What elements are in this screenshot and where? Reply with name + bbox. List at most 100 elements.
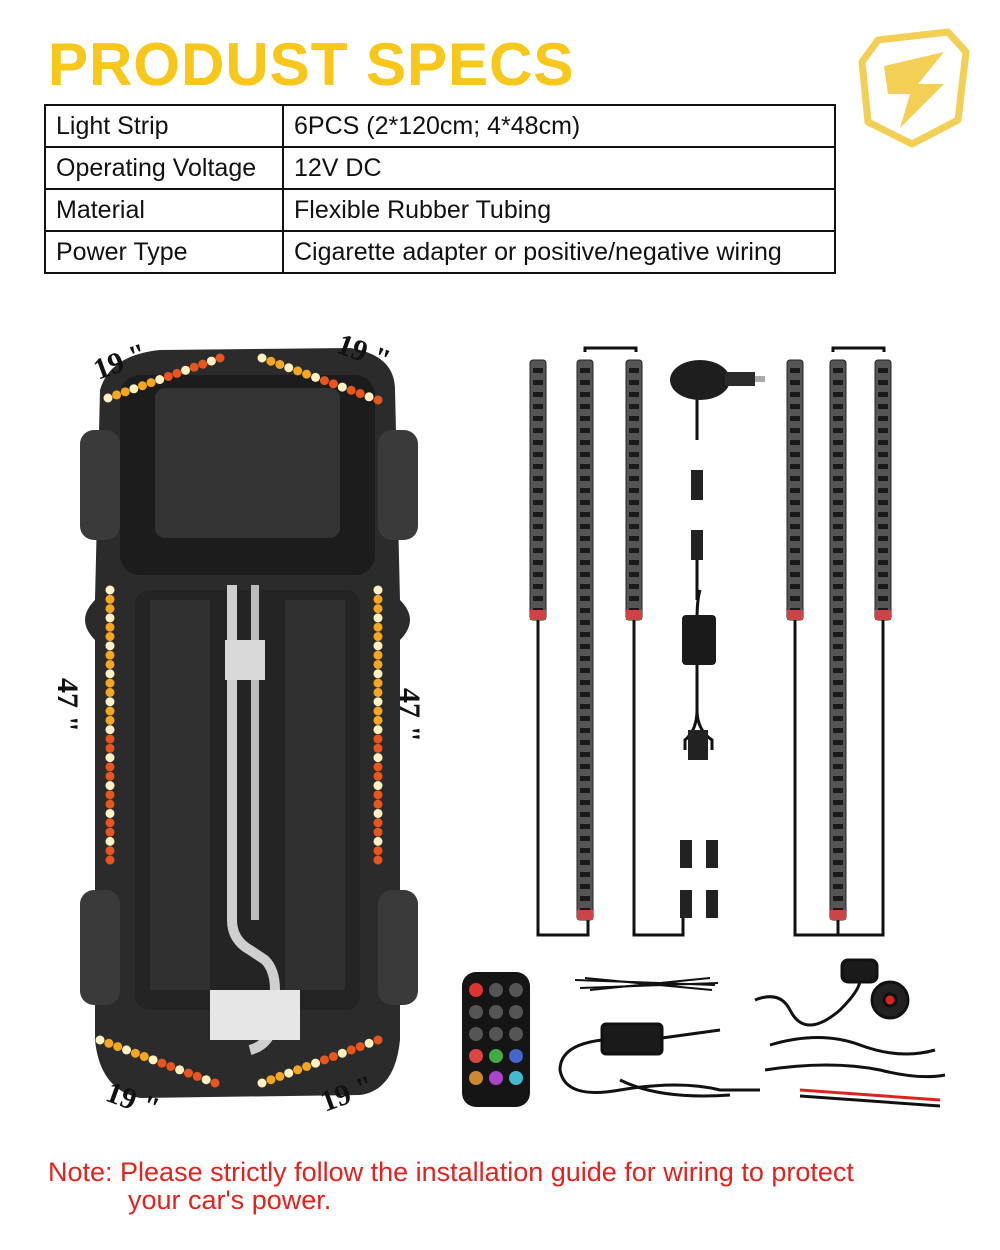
brand-logo-icon	[858, 28, 970, 148]
led-dot	[198, 359, 208, 369]
led-dot	[373, 743, 383, 753]
led-dot	[373, 594, 383, 604]
spec-label: Operating Voltage	[44, 146, 284, 190]
led-dot	[192, 1071, 202, 1081]
spec-table: Light Strip 6PCS (2*120cm; 4*48cm) Opera…	[44, 104, 836, 274]
led-dot	[105, 613, 115, 623]
led-dot	[105, 771, 115, 781]
led-dot	[166, 1061, 176, 1071]
led-dot	[105, 734, 115, 744]
led-dot	[105, 790, 115, 800]
led-dot	[373, 799, 383, 809]
led-dot	[103, 393, 113, 403]
led-dot	[355, 389, 365, 399]
led-dot	[373, 753, 383, 763]
led-dot	[328, 1052, 338, 1062]
power-switch-icon	[754, 958, 910, 1027]
led-dot	[172, 368, 182, 378]
light-strip	[829, 359, 847, 921]
led-dot	[105, 594, 115, 604]
remote-button	[509, 1049, 523, 1063]
led-dot	[311, 1058, 321, 1068]
led-dot	[319, 376, 329, 386]
led-dot	[105, 641, 115, 651]
led-dot	[113, 1042, 123, 1052]
remote-button	[469, 1071, 483, 1085]
led-dot	[95, 1035, 105, 1045]
led-dot	[104, 1038, 114, 1048]
dimension-side-left: 47 "	[51, 678, 84, 732]
dimension-side-right: 47 "	[393, 688, 426, 742]
spec-label: Power Type	[44, 230, 284, 274]
led-dot	[373, 632, 383, 642]
led-dot	[373, 827, 383, 837]
led-dot	[346, 385, 356, 395]
led-dot	[201, 1075, 211, 1085]
control-box-icon	[680, 615, 718, 918]
spec-label: Material	[44, 188, 284, 232]
led-dot	[346, 1045, 356, 1055]
led-dot	[373, 846, 383, 856]
led-dot	[373, 706, 383, 716]
led-dot	[105, 827, 115, 837]
led-dot	[364, 1038, 374, 1048]
note-line-2: your car's power.	[128, 1185, 332, 1215]
led-dot	[181, 365, 191, 375]
led-dot	[175, 1065, 185, 1075]
led-dot	[302, 369, 312, 379]
led-dot	[105, 706, 115, 716]
remote-button	[509, 1027, 523, 1041]
light-strip	[874, 359, 892, 621]
led-dot	[105, 855, 115, 865]
led-dot	[137, 381, 147, 391]
spec-value: Cigarette adapter or positive/negative w…	[282, 230, 836, 274]
led-dot	[337, 1048, 347, 1058]
led-dot	[284, 1068, 294, 1078]
led-dot	[122, 1045, 132, 1055]
led-dot	[373, 622, 383, 632]
led-dot	[105, 799, 115, 809]
led-dot	[155, 375, 165, 385]
led-dot	[257, 1078, 267, 1088]
led-dot	[105, 678, 115, 688]
led-dot	[257, 353, 267, 363]
led-dot	[215, 353, 225, 363]
led-dot	[373, 604, 383, 614]
led-dot	[105, 669, 115, 679]
light-strip	[576, 359, 594, 921]
led-dot	[157, 1058, 167, 1068]
led-dot	[373, 585, 383, 595]
spec-value: Flexible Rubber Tubing	[282, 188, 836, 232]
led-dot	[373, 687, 383, 697]
led-dot	[373, 734, 383, 744]
led-dot	[373, 1035, 383, 1045]
led-dot	[373, 641, 383, 651]
power-adapter-cable	[558, 1022, 760, 1098]
led-dot	[293, 1065, 303, 1075]
led-dot	[206, 356, 216, 366]
led-dot	[105, 715, 115, 725]
led-dot	[148, 1055, 158, 1065]
led-dot	[373, 818, 383, 828]
led-dot	[373, 669, 383, 679]
spec-row: Material Flexible Rubber Tubing	[44, 188, 836, 232]
spec-row: Power Type Cigarette adapter or positive…	[44, 230, 836, 274]
led-dot	[105, 836, 115, 846]
remote-button	[489, 1005, 503, 1019]
remote-button	[489, 1049, 503, 1063]
led-dot	[373, 855, 383, 865]
wiring	[536, 346, 886, 937]
led-dot	[373, 836, 383, 846]
led-dot	[129, 384, 139, 394]
led-dot	[373, 725, 383, 735]
spec-value: 12V DC	[282, 146, 836, 190]
led-dot	[373, 790, 383, 800]
led-dot	[355, 1042, 365, 1052]
led-dot	[373, 697, 383, 707]
led-dot	[105, 659, 115, 669]
led-dot	[105, 622, 115, 632]
led-dot	[105, 846, 115, 856]
product-illustration: 19 " 19 " 47 " 47 " 19 " 19 "	[51, 328, 946, 1125]
light-strip	[786, 359, 804, 621]
led-dot	[105, 585, 115, 595]
